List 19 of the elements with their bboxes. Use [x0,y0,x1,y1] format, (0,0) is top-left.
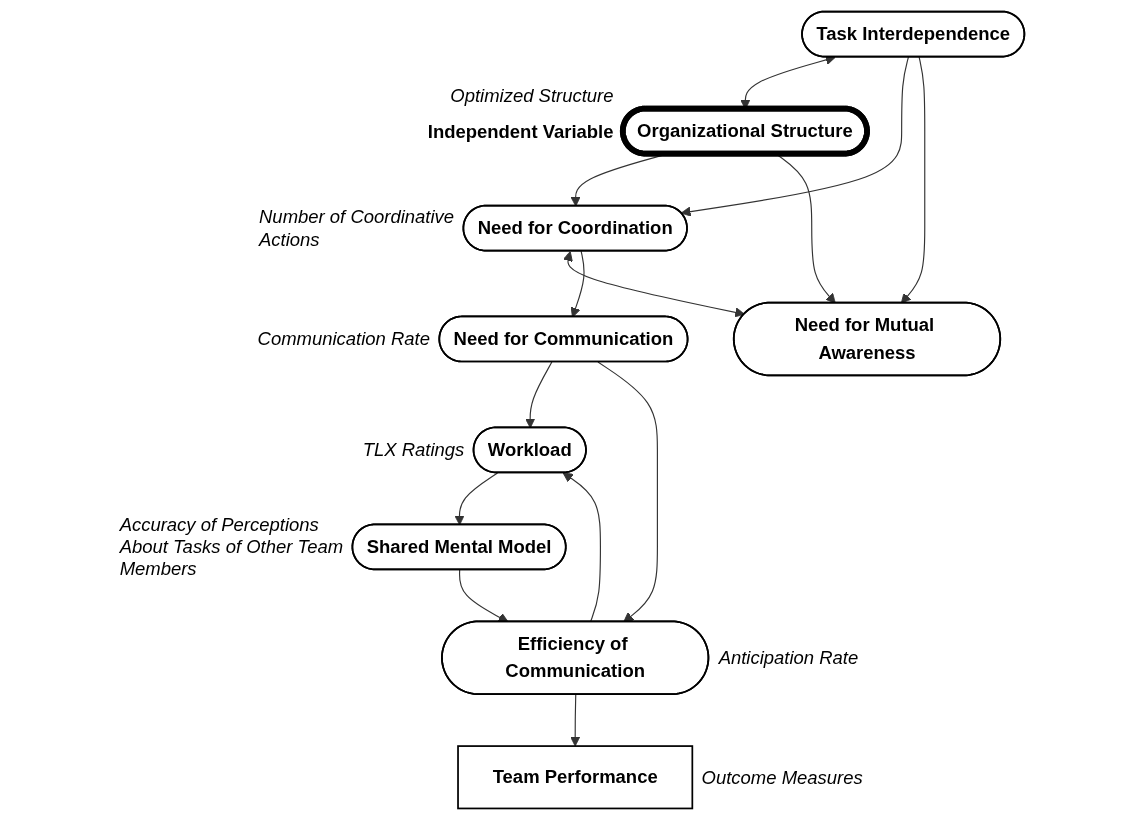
annotation-text: Outcome Measures [701,766,863,788]
annotation-text: Independent Variable [427,120,614,142]
arrow [570,250,585,318]
arrow [570,694,581,747]
arrow [562,251,746,318]
annotation-text: Number of Coordinative Actions [259,206,455,250]
arrow [680,56,909,217]
arrow [562,472,601,623]
arrow [597,361,658,623]
annotation-text: Anticipation Rate [718,647,859,669]
arrow [900,56,926,304]
arrow [454,472,499,526]
arrow [458,569,509,623]
annotation-text: Communication Rate [257,328,430,350]
annotation-text: Accuracy of Perceptions About Tasks of Other Team Members [119,514,344,580]
node-box: Team Performance [457,745,694,810]
annotation-text: Optimized Structure [450,85,614,107]
annotation-text: TLX Ratings [362,439,465,461]
arrow [525,361,553,429]
